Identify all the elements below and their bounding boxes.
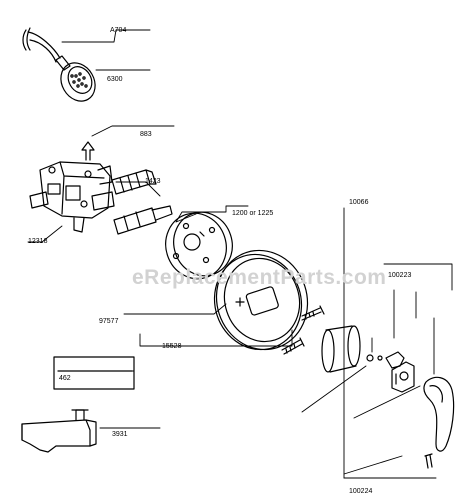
screw-upper[interactable] [301, 305, 325, 321]
retainer-clip-part[interactable] [366, 351, 405, 369]
screw-lower[interactable] [281, 337, 305, 355]
handle-adapter-part[interactable] [391, 361, 415, 393]
label-sleeve: 10066 [349, 199, 369, 206]
label-handle-kit: 100224 [349, 488, 373, 495]
label-screws: 15528 [162, 343, 182, 350]
label-plug: 462 [59, 375, 71, 382]
label-escutcheon: 97577 [99, 318, 119, 325]
escutcheon-part[interactable] [202, 239, 320, 362]
label-valve-body: 12318 [28, 238, 48, 245]
valve-body-part[interactable] [29, 161, 115, 233]
tub-spout-part[interactable] [21, 409, 97, 453]
plug-box[interactable] [53, 356, 135, 390]
label-tub-spout: 3931 [112, 431, 128, 438]
leader-lines [27, 29, 453, 479]
label-shower-arm: A704 [110, 27, 127, 34]
shower-head-part[interactable] [54, 55, 102, 107]
cover-plate-part[interactable] [157, 205, 240, 287]
stop-tube-part[interactable] [81, 141, 95, 161]
handle-screw-part[interactable] [424, 453, 433, 469]
sleeve-part[interactable] [321, 325, 361, 373]
label-stop-tube: 883 [140, 131, 152, 138]
label-shower-head: 6300 [107, 76, 123, 83]
handle-part[interactable] [423, 376, 455, 452]
cartridge-part[interactable] [111, 169, 173, 235]
label-cover-plate: 1200 or 1225 [232, 210, 274, 217]
shower-arm-part[interactable] [22, 27, 61, 63]
watermark: eReplacementParts.com [132, 266, 387, 289]
label-cartridge: 1423 [145, 178, 161, 185]
label-retainer-clip: 100223 [388, 272, 412, 279]
